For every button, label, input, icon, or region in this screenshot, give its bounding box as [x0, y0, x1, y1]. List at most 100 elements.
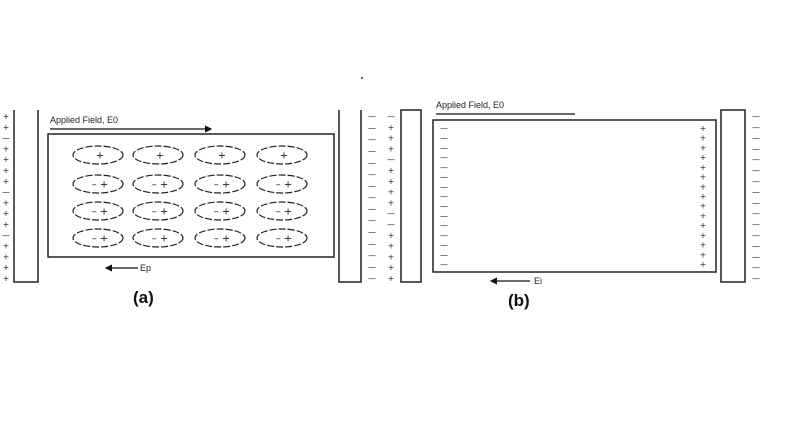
plate-charge: +	[3, 252, 10, 261]
plate-charge: —	[752, 209, 760, 218]
dipole: – +	[72, 228, 124, 248]
plate-charge: +	[388, 144, 395, 153]
panel-a: Applied Field, E0 ++++– +– +– +– +– +– +…	[13, 110, 362, 307]
plate-charge: —	[752, 134, 760, 143]
plate-charge: +	[3, 220, 10, 229]
plate-charge: —	[368, 181, 376, 190]
panel-b: Applied Field, E0 Ei (b)	[400, 100, 746, 310]
dipole-ellipse	[72, 145, 124, 165]
surface-charge: +	[700, 173, 707, 182]
dipole-ellipse	[194, 145, 246, 165]
dipole: – +	[72, 201, 124, 221]
applied-field-label-b: Applied Field, E0	[436, 100, 504, 110]
surface-charge: +	[700, 211, 707, 220]
dipole-ellipse	[256, 201, 308, 221]
plate-charge: —	[368, 262, 376, 271]
left-plate	[13, 110, 39, 283]
plate-charge: —	[752, 177, 760, 186]
surface-charge: +	[700, 182, 707, 191]
dipole: – +	[194, 228, 246, 248]
dipole-charges: – +	[214, 234, 231, 245]
plate-charge: +	[388, 242, 395, 251]
surface-charge: —	[440, 153, 448, 162]
dipole: – +	[256, 201, 308, 221]
plate-charge: +	[388, 198, 395, 207]
surface-charge: —	[440, 241, 448, 250]
dipole-charges: – +	[152, 234, 169, 245]
dipole-ellipse	[194, 174, 246, 194]
dipole-ellipse	[194, 228, 246, 248]
dipole-charges: +	[156, 151, 164, 162]
surface-charge: —	[440, 211, 448, 220]
surface-charge: +	[700, 192, 707, 201]
surface-charge: +	[700, 153, 707, 162]
surface-charge: +	[700, 163, 707, 172]
caption-b: (b)	[508, 291, 530, 310]
internal-field-label-b: Ei	[534, 276, 542, 286]
dipole-ellipse	[72, 228, 124, 248]
surface-charge: +	[700, 143, 707, 152]
plate-charge: —	[368, 193, 376, 202]
plate-charge: +	[3, 123, 10, 132]
dipole: – +	[256, 174, 308, 194]
surface-charge: +	[700, 134, 707, 143]
dipole-ellipse	[256, 145, 308, 165]
plate-charge: +	[3, 177, 10, 186]
plate-charge: —	[387, 155, 395, 164]
dipole-charges: +	[280, 151, 288, 162]
plate-charge: —	[368, 216, 376, 225]
surface-charge: —	[440, 173, 448, 182]
dipole: – +	[194, 174, 246, 194]
dipole: – +	[72, 174, 124, 194]
plate-charge: —	[368, 228, 376, 237]
plate-charge: —	[368, 170, 376, 179]
dipole: +	[132, 145, 184, 165]
right-plate	[338, 110, 362, 283]
dipole-ellipse	[132, 145, 184, 165]
plate-charge: +	[3, 242, 10, 251]
surface-charge: +	[700, 250, 707, 259]
surface-charge: —	[440, 134, 448, 143]
applied-field-label: Applied Field, E0	[50, 115, 118, 125]
dipole: – +	[256, 228, 308, 248]
stray-dot	[361, 77, 363, 79]
dipole: – +	[194, 201, 246, 221]
dipole-charges: – +	[152, 180, 169, 191]
surface-charge: +	[700, 241, 707, 250]
plate-charge: —	[2, 231, 10, 240]
dipole-ellipse	[132, 228, 184, 248]
dipole-charges: – +	[214, 180, 231, 191]
plate-charge: —	[752, 166, 760, 175]
plate-charge: +	[388, 263, 395, 272]
dipole-ellipse	[194, 201, 246, 221]
plate-charge: —	[752, 242, 760, 251]
dipole: +	[256, 145, 308, 165]
polarization-field-label: Ep	[140, 263, 151, 273]
dipole-charges: – +	[276, 207, 293, 218]
surface-charge: —	[440, 231, 448, 240]
plate-charge: —	[752, 220, 760, 229]
right-plate-b	[720, 109, 746, 283]
plate-charge: —	[368, 251, 376, 260]
surface-charge: —	[440, 202, 448, 211]
plate-charge: —	[368, 147, 376, 156]
dipole-charges: – +	[276, 180, 293, 191]
dipole-ellipse	[132, 201, 184, 221]
dipole-ellipse	[132, 174, 184, 194]
surface-charge: —	[440, 250, 448, 259]
plate-charge: —	[752, 252, 760, 261]
plate-charge: —	[368, 124, 376, 133]
plate-charge: +	[3, 112, 10, 121]
surface-charge: —	[440, 182, 448, 191]
plate-charge: —	[368, 239, 376, 248]
plate-charge: —	[752, 188, 760, 197]
plate-charge: +	[3, 263, 10, 272]
dipole-charges: – +	[276, 234, 293, 245]
plate-charge: —	[752, 231, 760, 240]
plate-charge: +	[3, 155, 10, 164]
plate-charge: —	[368, 112, 376, 121]
surface-charge: —	[440, 221, 448, 230]
surface-charge: +	[700, 124, 707, 133]
dipole-charges: – +	[214, 207, 231, 218]
